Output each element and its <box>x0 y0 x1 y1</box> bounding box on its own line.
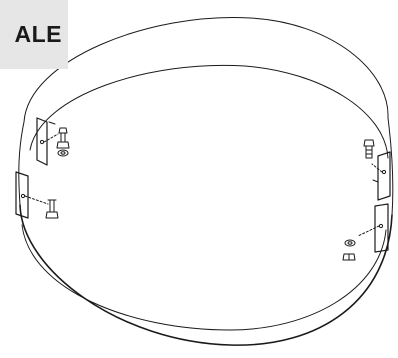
ring-outer-top-edge <box>23 16 389 123</box>
bracket-left-upper <box>36 117 59 166</box>
ring-right-edge <box>387 117 394 216</box>
leader-line <box>371 163 383 173</box>
ring-inner-top-edge <box>29 64 389 159</box>
section-label-badge: ALE <box>0 0 68 69</box>
leader-line <box>357 225 380 237</box>
bolt-left-lower <box>45 199 59 219</box>
bracket-right-upper <box>371 151 391 201</box>
ring-left-edge <box>18 121 25 206</box>
bolt-icon <box>58 127 68 143</box>
ring-band <box>18 16 394 346</box>
nut-icon <box>56 141 70 149</box>
bracket-right-lower <box>357 203 389 253</box>
section-label-text: ALE <box>14 21 62 47</box>
washer-icon <box>344 239 356 247</box>
ring-tick-mark <box>372 179 379 183</box>
bracket-hole <box>20 193 26 199</box>
bracket-hole <box>381 169 387 175</box>
bracket-hole <box>39 139 45 145</box>
bolt-left-upper <box>56 127 70 157</box>
nut-icon <box>342 253 356 261</box>
washer-icon <box>57 149 69 157</box>
bolt-icon <box>363 139 375 159</box>
bolt-right-upper <box>363 139 375 159</box>
leader-line <box>43 133 59 143</box>
bracket-hole <box>378 223 384 229</box>
bolt-icon <box>45 199 59 219</box>
ring-front-lower-edge <box>19 204 393 346</box>
ring-front-upper-edge <box>21 224 387 331</box>
nut-right-lower <box>342 239 356 261</box>
leader-line <box>24 195 49 205</box>
bracket-left-lower <box>15 171 49 219</box>
